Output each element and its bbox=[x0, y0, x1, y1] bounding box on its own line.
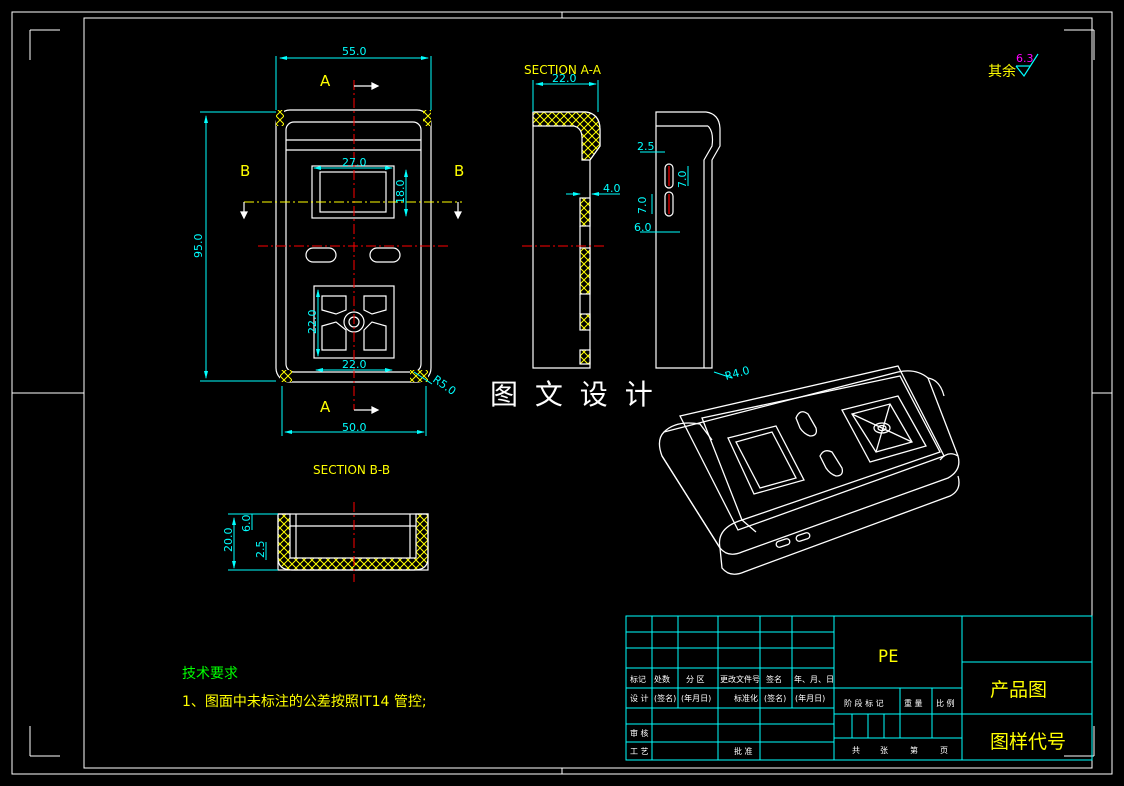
front-dimensions bbox=[200, 56, 433, 436]
roughness-value: 6.3 bbox=[1016, 52, 1034, 65]
technical-notes: 技术要求 1、图面中未标注的公差按照IT14 管控; bbox=[182, 666, 427, 710]
front-centerlines bbox=[258, 80, 450, 410]
dim-side-r4: R4.0 bbox=[723, 364, 751, 383]
dim-wall-4: 4.0 bbox=[603, 182, 621, 195]
title-block-text: 标记 处数 分 区 更改文件号 签名 年、月、日 设 计 (签名) (年月日) … bbox=[630, 647, 1066, 756]
roughness-symbol: 其余 6.3 bbox=[988, 52, 1039, 80]
tb-footer-no: 第 bbox=[910, 745, 918, 755]
tb-approve: 批 准 bbox=[734, 746, 753, 756]
tb-drawing-code: 图样代号 bbox=[990, 731, 1066, 753]
tb-standard-date: (年月日) bbox=[795, 693, 825, 703]
tb-standard: 标准化 bbox=[734, 693, 758, 703]
tb-design-date: (年月日) bbox=[681, 693, 711, 703]
dim-side-7a: 7.0 bbox=[676, 171, 689, 189]
notes-line-1: 1、图面中未标注的公差按照IT14 管控; bbox=[182, 694, 427, 710]
side-view[interactable] bbox=[655, 111, 721, 369]
side-dimensions bbox=[640, 151, 733, 379]
tb-footer-sheets: 张 bbox=[880, 746, 888, 755]
tb-h-date: 年、月、日 bbox=[794, 674, 834, 684]
dim-button-w: 22.0 bbox=[342, 358, 367, 371]
side-slot-bottom bbox=[664, 191, 674, 217]
slot-right bbox=[369, 247, 401, 263]
dim-bb-6: 6.0 bbox=[240, 515, 253, 533]
section-bb-outline bbox=[277, 513, 429, 571]
side-slot-top bbox=[664, 163, 674, 189]
tb-footer-page: 页 bbox=[940, 746, 948, 755]
dim-window-w: 27.0 bbox=[342, 156, 367, 169]
side-dimension-text: 2.5 7.0 7.0 6.0 R4.0 bbox=[634, 140, 751, 383]
section-letter-a-top: A bbox=[320, 72, 331, 90]
tb-h-mark: 标记 bbox=[630, 674, 646, 684]
tb-review: 审 核 bbox=[630, 728, 649, 738]
section-bb-dimensions bbox=[228, 513, 278, 571]
title-block bbox=[625, 615, 1093, 761]
section-aa-dimensions bbox=[532, 80, 620, 196]
tb-drawing-name: 产品图 bbox=[990, 679, 1047, 701]
section-aa-view[interactable] bbox=[532, 111, 601, 369]
front-dimension-text: 55.0 95.0 27.0 18.0 22.0 22.0 50.0 R5.0 bbox=[192, 45, 458, 434]
iso-slot-1 bbox=[795, 411, 818, 437]
section-letter-b-left: B bbox=[240, 162, 250, 180]
dim-radius-r5: R5.0 bbox=[430, 373, 458, 398]
iso-button bbox=[841, 395, 927, 463]
dim-height-95: 95.0 bbox=[192, 234, 205, 259]
notes-title: 技术要求 bbox=[182, 666, 238, 682]
section-bb-hatch bbox=[277, 513, 429, 571]
section-bb-title: SECTION B-B bbox=[313, 463, 390, 477]
isometric-view[interactable] bbox=[658, 365, 960, 575]
tb-footer-total: 共 bbox=[852, 746, 860, 755]
section-letters: A A B B bbox=[240, 72, 464, 416]
tb-h-zone: 分 区 bbox=[686, 675, 705, 684]
slot-left bbox=[305, 247, 337, 263]
dim-bottom-50: 50.0 bbox=[342, 421, 367, 434]
dim-bb-2-5: 2.5 bbox=[254, 541, 267, 559]
watermark-text: 图 文 设 计 bbox=[490, 378, 657, 411]
tb-h-sign: 签名 bbox=[766, 674, 782, 684]
dim-side-6: 6.0 bbox=[634, 221, 652, 234]
tb-process: 工 艺 bbox=[630, 747, 649, 756]
iso-slot-2 bbox=[819, 450, 844, 477]
side-outline bbox=[655, 111, 721, 369]
roughness-label: 其余 bbox=[988, 63, 1016, 80]
tb-scale: 比 例 bbox=[936, 698, 955, 708]
tb-design-sign: (签名) bbox=[654, 693, 676, 703]
dim-window-h: 18.0 bbox=[394, 180, 407, 205]
section-aa-title: SECTION A-A bbox=[524, 63, 602, 77]
dim-bb-20: 20.0 bbox=[222, 528, 235, 553]
dim-button-h: 22.0 bbox=[306, 310, 319, 335]
display-window bbox=[311, 165, 395, 219]
dim-depth-22: 22.0 bbox=[552, 72, 577, 85]
tb-stage: 阶 段 标 记 bbox=[844, 698, 884, 708]
drawing-frame bbox=[11, 11, 1113, 775]
tb-material: PE bbox=[878, 647, 898, 667]
section-letter-b-right: B bbox=[454, 162, 464, 180]
section-bb-view[interactable] bbox=[277, 513, 429, 571]
section-bb-text: SECTION B-B 20.0 6.0 2.5 bbox=[222, 463, 390, 558]
dim-side-7b: 7.0 bbox=[636, 197, 649, 215]
tb-weight: 重 量 bbox=[904, 698, 923, 708]
dim-width-55: 55.0 bbox=[342, 45, 367, 58]
tb-h-count: 处数 bbox=[654, 674, 670, 684]
dim-side-2-5: 2.5 bbox=[637, 140, 655, 153]
tb-h-change-doc: 更改文件号 bbox=[720, 674, 760, 684]
section-aa-text: SECTION A-A 22.0 4.0 bbox=[524, 63, 621, 195]
tb-standard-sign: (签名) bbox=[764, 693, 786, 703]
tb-design: 设 计 bbox=[630, 693, 649, 703]
section-letter-a-bottom: A bbox=[320, 398, 331, 416]
section-arrows bbox=[240, 82, 462, 414]
iso-display-window bbox=[727, 425, 805, 495]
